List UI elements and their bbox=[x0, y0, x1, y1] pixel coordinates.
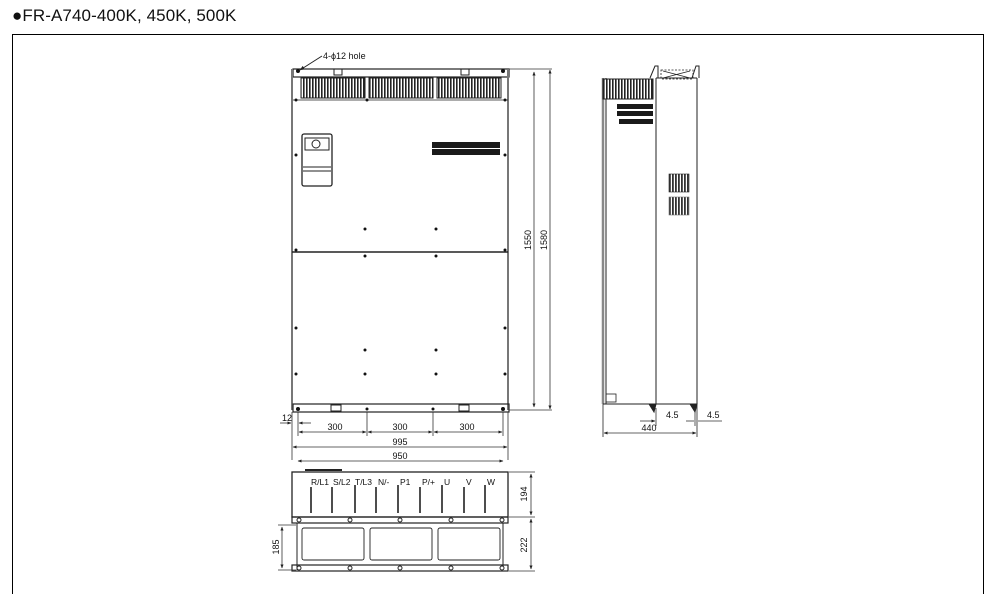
terminal-t-l3: T/L3 bbox=[355, 477, 372, 487]
dim-pitch-300-1: 300 bbox=[327, 422, 342, 432]
dim-pitch-300-3: 300 bbox=[459, 422, 474, 432]
dim-height-1550: 1550 bbox=[523, 230, 533, 250]
hole-callout-label: 4-ϕ12 hole bbox=[323, 51, 366, 61]
width-dimensions bbox=[280, 412, 509, 463]
front-view bbox=[291, 68, 510, 413]
dim-width-950: 950 bbox=[392, 451, 407, 461]
dim-foot-4.5-2: 4.5 bbox=[707, 410, 720, 420]
terminal-view bbox=[291, 469, 509, 572]
dim-height-1580: 1580 bbox=[539, 230, 549, 250]
side-view bbox=[601, 65, 700, 437]
terminal-p: P/+ bbox=[422, 477, 435, 487]
terminal-n: N/- bbox=[378, 477, 390, 487]
dim-duct-185: 185 bbox=[271, 539, 281, 554]
dim-foot-4.5-1: 4.5 bbox=[666, 410, 679, 420]
dim-width-995: 995 bbox=[392, 437, 407, 447]
terminal-s-l2: S/L2 bbox=[333, 477, 351, 487]
terminal-r-l1: R/L1 bbox=[311, 477, 329, 487]
dim-pitch-300-2: 300 bbox=[392, 422, 407, 432]
dim-duct-222: 222 bbox=[519, 537, 529, 552]
screw-dots bbox=[294, 69, 507, 411]
drawing-frame bbox=[12, 34, 984, 594]
terminal-labels: R/L1 S/L2 T/L3 N/- P1 P/+ U V W bbox=[311, 477, 495, 487]
terminal-u: U bbox=[444, 477, 450, 487]
outline-drawing: 4-ϕ12 hole 1550 1580 12 300 300 300 995 … bbox=[271, 51, 722, 572]
height-dimensions bbox=[509, 68, 552, 411]
dim-terminal-194: 194 bbox=[519, 486, 529, 501]
dim-edge-12: 12 bbox=[282, 413, 292, 423]
dim-depth-440: 440 bbox=[641, 423, 656, 433]
terminal-w: W bbox=[487, 477, 495, 487]
terminal-dimensions bbox=[278, 471, 535, 572]
drawing-title: ●FR-A740-400K, 450K, 500K bbox=[12, 6, 237, 25]
terminal-p1: P1 bbox=[400, 477, 411, 487]
terminal-v: V bbox=[466, 477, 472, 487]
side-dimensions bbox=[603, 408, 722, 435]
hole-callout: 4-ϕ12 hole bbox=[299, 51, 366, 71]
